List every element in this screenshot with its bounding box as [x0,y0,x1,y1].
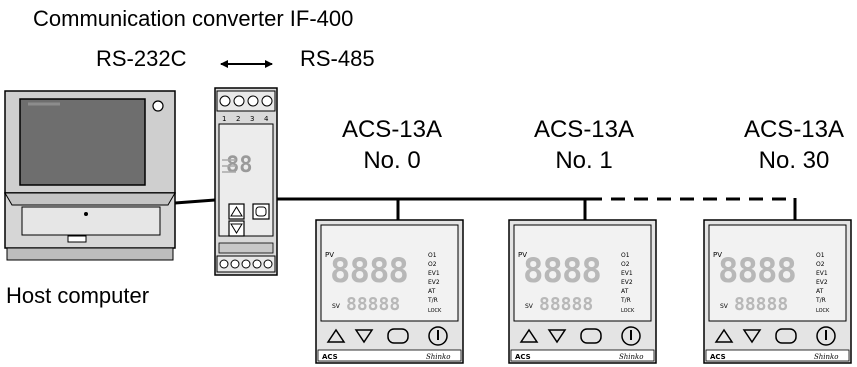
svg-text:8888: 8888 [523,251,601,291]
indicator-label: EV2 [816,279,828,286]
controller-acs13a-30: PV 8888 SV 88888 O1 O2 EV1 EV2 AT T/R LO… [703,219,852,364]
down-key-icon [547,329,567,344]
rs232c-cable [174,198,216,205]
sv-label: SV [525,303,534,310]
terminal-label: 2 [236,115,240,123]
controller-model: ACS-13A [341,116,443,143]
power-key-icon [621,326,641,346]
indicator-label: AT [621,288,629,295]
indicator-label: EV2 [621,279,633,286]
controller-label-2: ACS-13A No. 30 [724,114,857,176]
up-key-icon [519,328,539,343]
sv-label: SV [720,303,729,310]
rs232c-label: RS-232C [96,46,187,71]
indicator-label: T/R [427,297,438,304]
rs485-label: RS-485 [300,46,375,71]
maker-label: Shinko [426,353,451,361]
svg-text:8888: 8888 [330,251,408,291]
down-key-icon [354,329,374,344]
controller-model: ACS-13A [743,116,845,143]
mode-key-icon [580,328,602,344]
indicator-label: O1 [816,252,825,259]
maker-label: Shinko [814,353,839,361]
controller-number: No. 0 [363,147,421,174]
host-computer-label: Host computer [6,283,150,308]
indicator-label: EV1 [428,270,440,277]
brand-label: ACS [322,353,338,361]
controller-acs13a-0: PV 8888 SV 88888 O1 O2 EV1 EV2 AT T/R LO… [315,219,464,364]
pv-label: PV [325,251,334,259]
brand-label: ACS [710,353,726,361]
indicator-label: T/R [815,297,826,304]
controller-label-0: ACS-13A No. 0 [322,114,462,176]
indicator-label: LOCK [428,308,442,314]
laptop-icon [4,90,176,261]
controller-model: ACS-13A [533,116,635,143]
svg-text:88888: 88888 [734,294,788,315]
indicator-label: O2 [428,261,437,268]
indicator-label: AT [428,288,436,295]
indicator-label: T/R [620,297,631,304]
indicator-label: EV1 [816,270,828,277]
maker-label: Shinko [619,353,644,361]
up-key-icon [714,328,734,343]
terminal-label: 3 [250,115,254,123]
indicator-label: O1 [428,252,437,259]
pv-label: PV [713,251,722,259]
svg-text:88888: 88888 [346,294,400,315]
controller-number: No. 1 [555,147,613,174]
svg-text:8888: 8888 [718,251,796,291]
controller-number: No. 30 [758,147,830,174]
down-key-icon [742,329,762,344]
indicator-label: LOCK [816,308,830,314]
indicator-label: EV1 [621,270,633,277]
indicator-label: O1 [621,252,630,259]
brand-label: ACS [515,353,531,361]
mode-key-icon [387,328,409,344]
converter-if400: 1 2 3 4 88 [214,87,278,276]
indicator-label: O2 [621,261,630,268]
power-key-icon [428,326,448,346]
sv-label: SV [332,303,341,310]
controller-acs13a-1: PV 8888 SV 88888 O1 O2 EV1 EV2 AT T/R LO… [508,219,657,364]
terminal-label: 4 [264,115,269,123]
indicator-label: O2 [816,261,825,268]
indicator-label: AT [816,288,824,295]
indicator-label: LOCK [621,308,635,314]
converter-title: Communication converter IF-400 [33,6,354,31]
pv-label: PV [518,251,527,259]
power-key-icon [816,326,836,346]
mode-key-icon [775,328,797,344]
indicator-label: EV2 [428,279,440,286]
up-key-icon [326,328,346,343]
controller-label-1: ACS-13A No. 1 [514,114,654,176]
svg-text:88888: 88888 [539,294,593,315]
terminal-label: 1 [222,115,226,123]
